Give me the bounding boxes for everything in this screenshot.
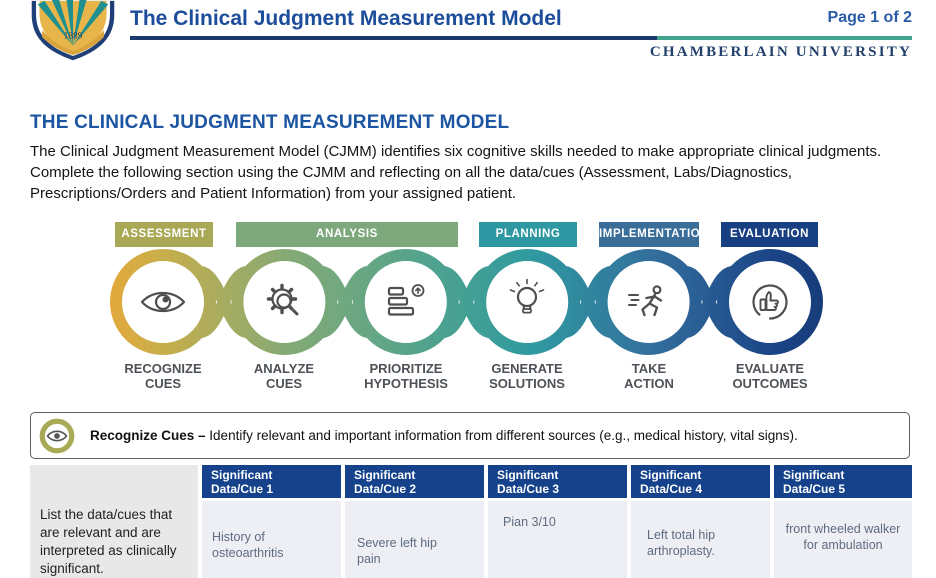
- priority-bars-icon: [387, 284, 425, 316]
- thumbs-up-icon: [752, 284, 788, 320]
- phase-tab-implementation: IMPLEMENTATION: [599, 222, 709, 247]
- step-label-prioritize-hypothesis: PRIORITIZE HYPOTHESIS: [364, 361, 448, 391]
- document-title: The Clinical Judgment Measurement Model: [130, 7, 562, 30]
- banner-description: Identify relevant and important informat…: [209, 428, 798, 443]
- recognize-cues-banner: Recognize Cues – Identify relevant and i…: [30, 412, 910, 459]
- divider-left-segment: [130, 36, 657, 40]
- header-divider: [130, 36, 912, 40]
- step-label-recognize-cues: RECOGNIZE CUES: [124, 361, 202, 391]
- data-cue-cell-4[interactable]: Left total hip arthroplasty.: [631, 501, 770, 578]
- banner-text: Recognize Cues – Identify relevant and i…: [90, 428, 798, 443]
- eye-icon: [140, 291, 186, 313]
- column-header-cue-2: Significant Data/Cue 2: [345, 465, 484, 498]
- page-number-label: Page 1 of 2: [827, 9, 912, 26]
- phase-tab-analysis: ANALYSIS: [236, 222, 458, 247]
- lightbulb-icon: [509, 278, 545, 314]
- step-label-take-action: TAKE ACTION: [624, 361, 674, 391]
- phase-tab-planning: PLANNING: [479, 222, 577, 247]
- step-label-generate-solutions: GENERATE SOLUTIONS: [489, 361, 565, 391]
- phase-tab-evaluation: EVALUATION: [721, 222, 818, 247]
- section-heading: THE CLINICAL JUDGMENT MEASUREMENT MODEL: [30, 112, 510, 133]
- runner-icon: [628, 285, 663, 317]
- banner-title: Recognize Cues –: [90, 428, 210, 443]
- column-header-cue-4: Significant Data/Cue 4: [631, 465, 770, 498]
- data-cue-cell-5[interactable]: front wheeled walker for ambulation: [774, 501, 912, 578]
- column-header-cue-3: Significant Data/Cue 3: [488, 465, 627, 498]
- column-header-cue-5: Significant Data/Cue 5: [774, 465, 912, 498]
- row-label-list-data-cues: List the data/cues that are relevant and…: [30, 498, 198, 578]
- gear-magnifier-icon: [266, 283, 299, 316]
- logo-year: 1889: [64, 32, 83, 42]
- column-header-cue-1: Significant Data/Cue 1: [202, 465, 341, 498]
- table-corner-spacer: [30, 465, 198, 498]
- significant-data-table: Significant Data/Cue 1 Significant Data/…: [30, 465, 912, 578]
- eye-ring-icon: [39, 418, 75, 453]
- divider-right-segment: [657, 36, 912, 40]
- data-cue-cell-2[interactable]: Severe left hip pain: [345, 501, 484, 578]
- cjmm-infinity-ribbon: [110, 249, 823, 355]
- data-cue-cell-3[interactable]: Pian 3/10: [488, 501, 627, 578]
- phase-tab-assessment: ASSESSMENT: [115, 222, 213, 247]
- intro-paragraph: The Clinical Judgment Measurement Model …: [30, 143, 882, 202]
- data-cue-cell-1[interactable]: History of osteoarthritis: [202, 501, 341, 578]
- step-label-analyze-cues: ANALYZE CUES: [253, 361, 315, 391]
- chamberlain-shield-logo: 1889: [31, 0, 115, 61]
- university-wordmark: CHAMBERLAIN UNIVERSITY: [649, 44, 912, 60]
- step-label-evaluate-outcomes: EVALUATE OUTCOMES: [732, 361, 808, 391]
